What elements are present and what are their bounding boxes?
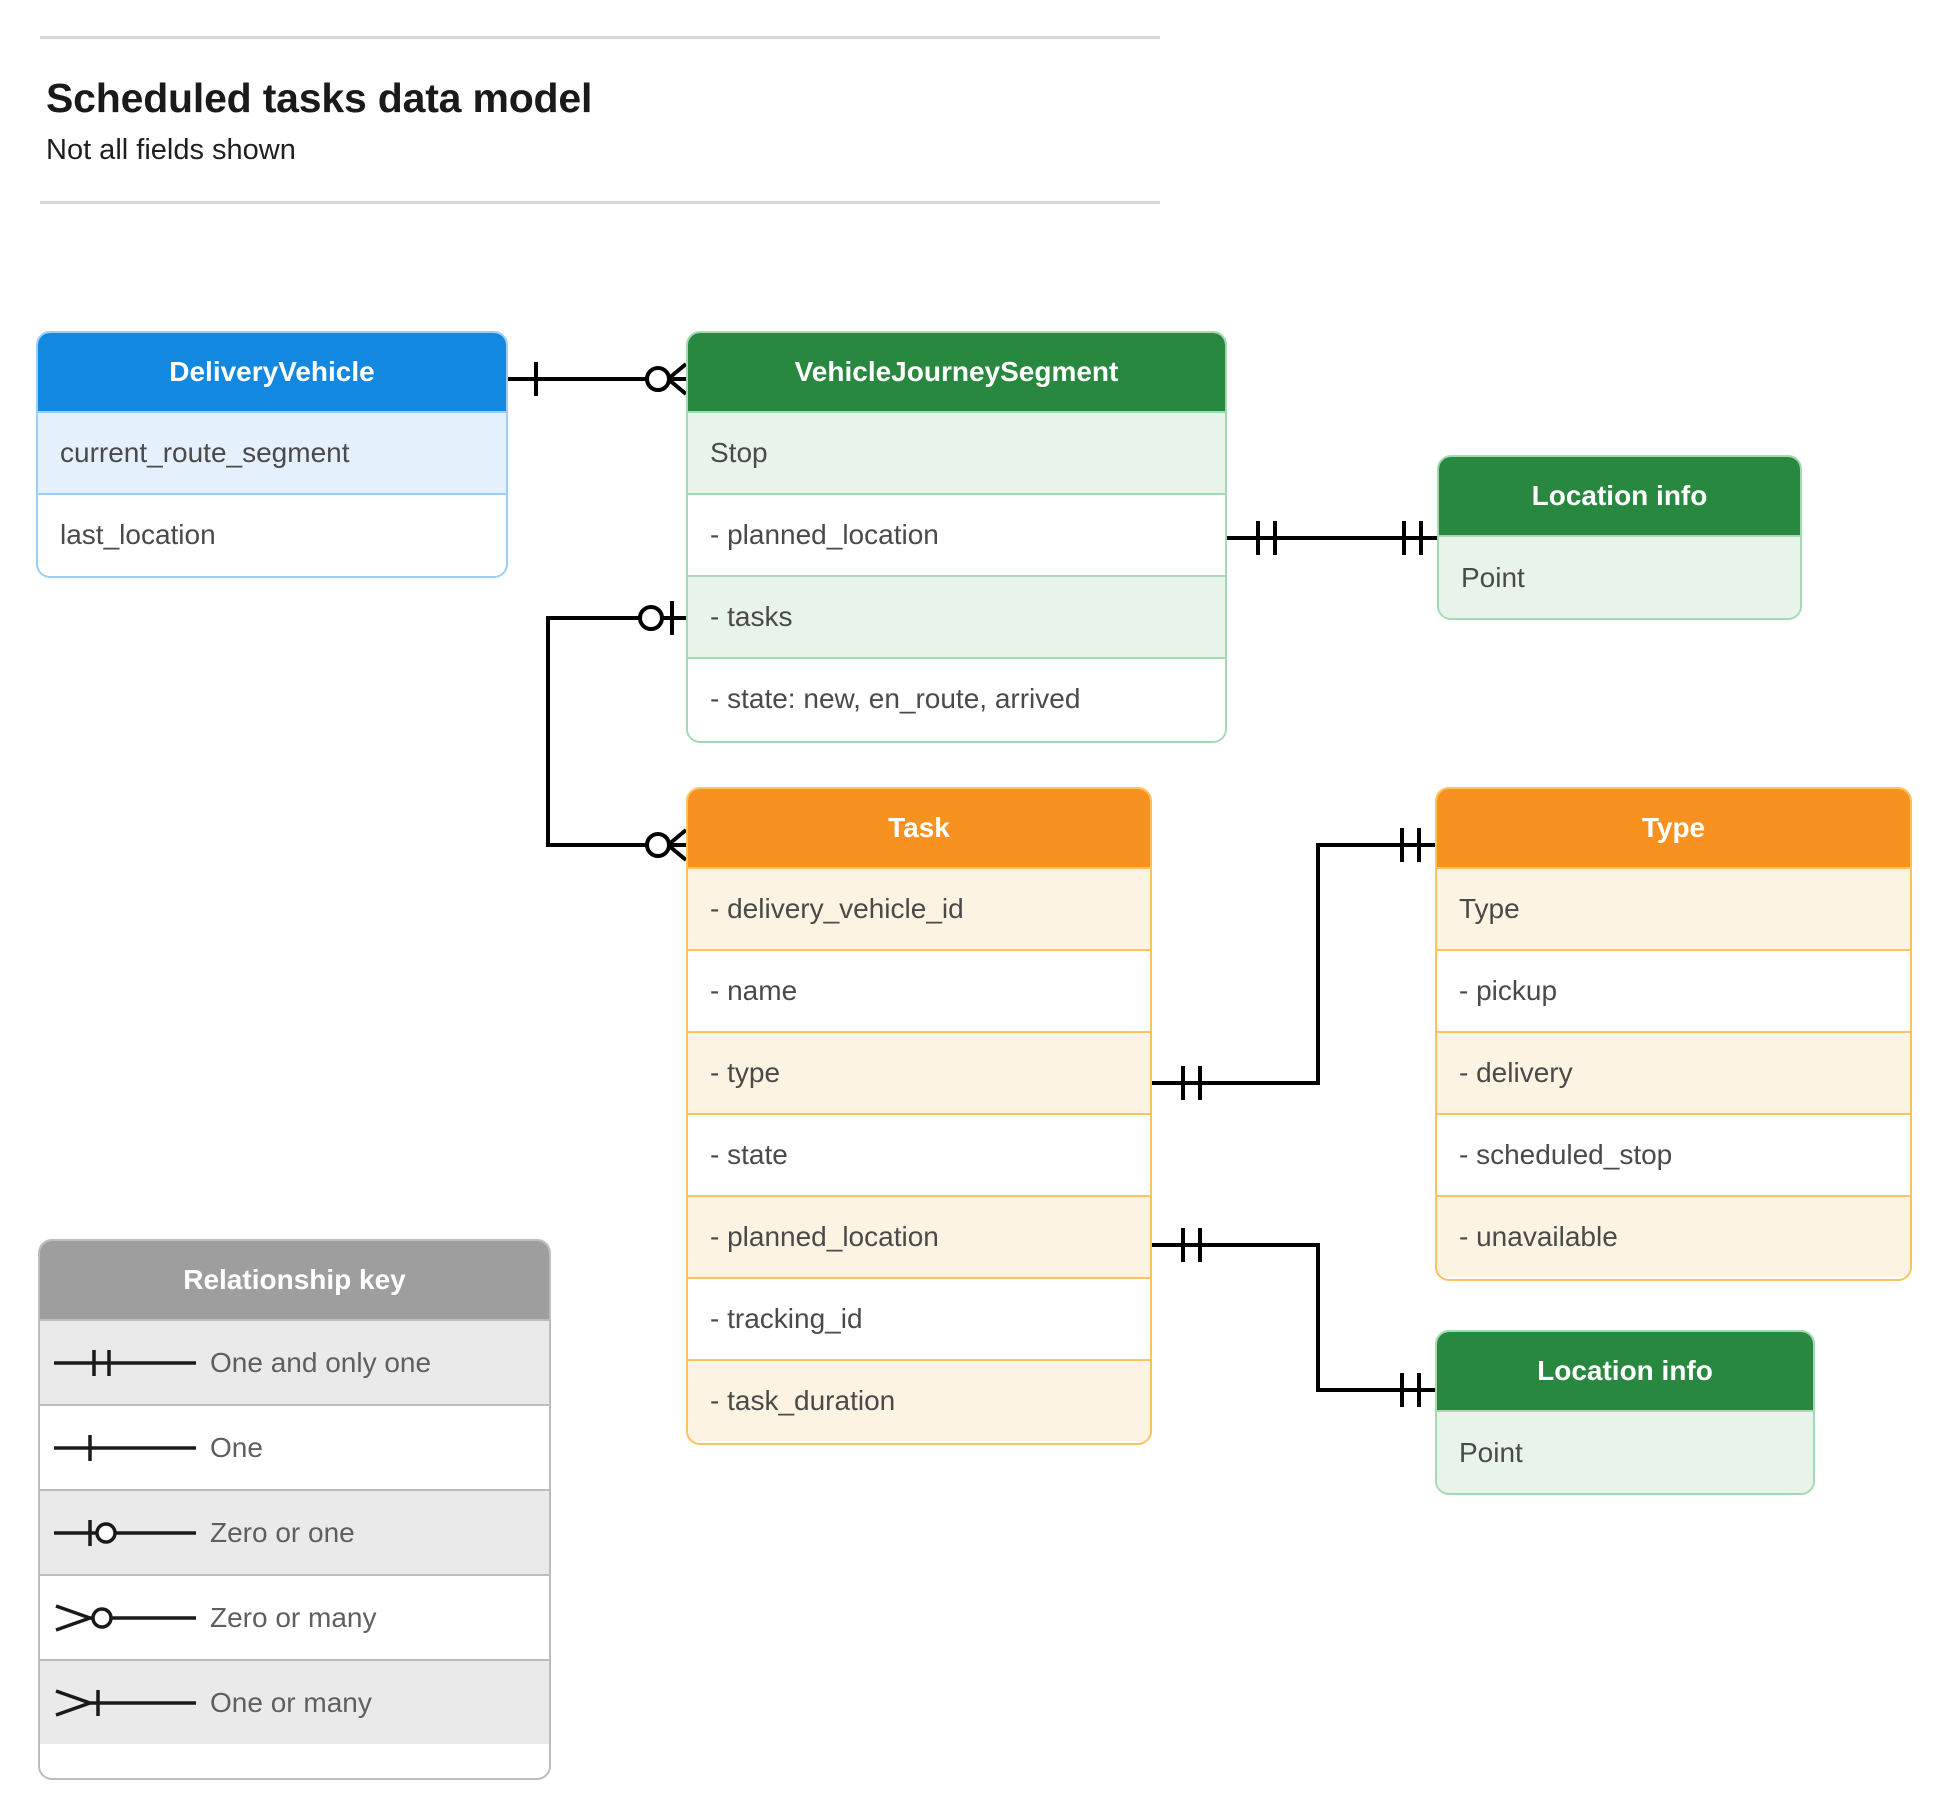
field-task-delivery-vehicle-id: - delivery_vehicle_id [688,867,1150,949]
legend-item-zero-or-many: Zero or many [40,1574,549,1659]
relationship-key-legend[interactable]: Relationship key One and only one One [38,1239,551,1780]
field-vjs-planned-location: - planned_location [688,493,1225,575]
connector-vjs-tasks-task [546,616,686,847]
entity-delivery-vehicle-title: DeliveryVehicle [38,333,506,411]
header-rule-top [40,36,1160,39]
entity-location-info-top-title: Location info [1439,457,1800,535]
one-icon [40,1428,210,1468]
field-type-type: Type [1437,867,1910,949]
field-task-type: - type [688,1031,1150,1113]
field-task-task-duration: - task_duration [688,1359,1150,1441]
field-task-planned-location: - planned_location [688,1195,1150,1277]
entity-location-info-top[interactable]: Location info Point [1437,455,1802,620]
entity-location-info-bottom[interactable]: Location info Point [1435,1330,1815,1495]
page-title: Scheduled tasks data model [46,75,593,121]
field-type-delivery: - delivery [1437,1031,1910,1113]
relationship-key-title: Relationship key [40,1241,549,1319]
legend-label-zero-or-many: Zero or many [210,1601,377,1633]
field-last-location: last_location [38,493,506,575]
legend-item-one: One [40,1404,549,1489]
legend-label-one-and-only-one: One and only one [210,1346,432,1378]
one-or-many-icon [40,1683,210,1723]
zero-or-many-icon [40,1598,210,1638]
page-subtitle: Not all fields shown [46,134,296,166]
entity-vehicle-journey-segment-title: VehicleJourneySegment [688,333,1225,411]
field-task-tracking-id: - tracking_id [688,1277,1150,1359]
legend-item-zero-or-one: Zero or one [40,1489,549,1574]
field-task-state: - state [688,1113,1150,1195]
legend-item-one-and-only-one: One and only one [40,1319,549,1404]
legend-item-one-or-many: One or many [40,1659,549,1744]
connector-task-location-bottom [1152,1243,1435,1392]
entity-task-title: Task [688,789,1150,867]
field-vjs-state: - state: new, en_route, arrived [688,657,1225,739]
document-header: Scheduled tasks data model Not all field… [40,36,1160,204]
field-location-info-top-point: Point [1439,535,1800,618]
entity-type[interactable]: Type Type - pickup - delivery - schedule… [1435,787,1912,1281]
entity-task[interactable]: Task - delivery_vehicle_id - name - type… [686,787,1152,1445]
zero-or-one-icon [40,1513,210,1553]
field-current-route-segment: current_route_segment [38,411,506,493]
field-vjs-stop: Stop [688,411,1225,493]
connector-task-type [1152,843,1435,1085]
entity-location-info-bottom-title: Location info [1437,1332,1813,1410]
legend-label-one-or-many: One or many [210,1686,372,1718]
entity-vehicle-journey-segment[interactable]: VehicleJourneySegment Stop - planned_loc… [686,331,1227,743]
entity-delivery-vehicle[interactable]: DeliveryVehicle current_route_segment la… [36,331,508,578]
field-location-info-bottom-point: Point [1437,1410,1813,1493]
field-vjs-tasks: - tasks [688,575,1225,657]
legend-label-zero-or-one: Zero or one [210,1516,355,1548]
field-task-name: - name [688,949,1150,1031]
entity-type-title: Type [1437,789,1910,867]
legend-label-one: One [210,1431,263,1463]
one-and-only-one-icon [40,1343,210,1383]
field-type-pickup: - pickup [1437,949,1910,1031]
field-type-scheduled-stop: - scheduled_stop [1437,1113,1910,1195]
header-rule-bottom [40,201,1160,204]
field-type-unavailable: - unavailable [1437,1195,1910,1277]
